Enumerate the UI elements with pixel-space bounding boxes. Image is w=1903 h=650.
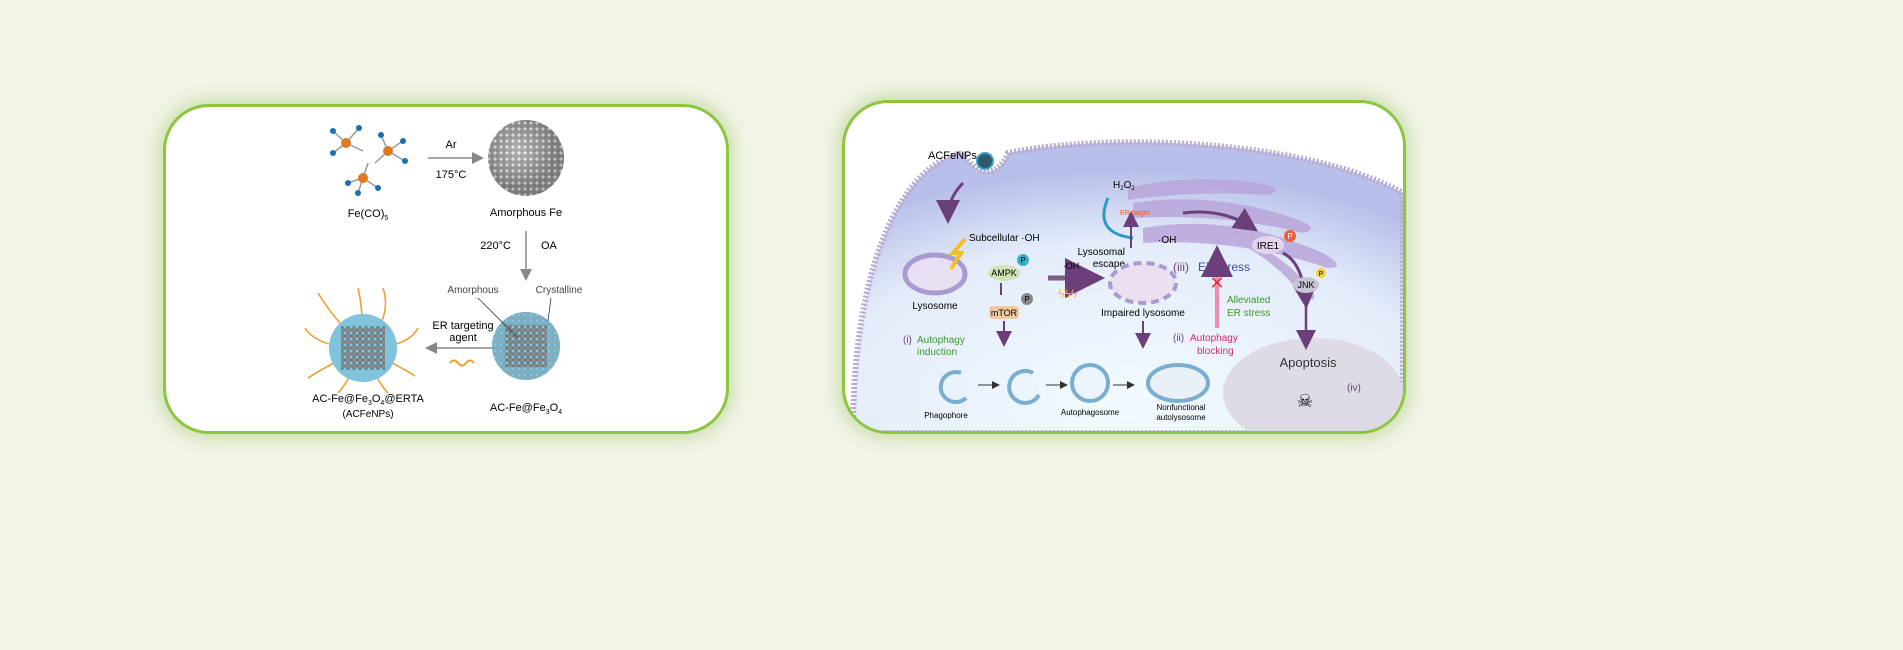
phospho-label: P: [1287, 232, 1292, 241]
autophagosome-label: Autophagosome: [1061, 408, 1120, 417]
alleviated-2: ER stress: [1227, 308, 1270, 319]
step2-reagent: OA: [541, 240, 558, 252]
synthesis-diagram: Fe(CO)5 Ar 175°C Amorphous Fe 220°C OA A…: [304, 120, 583, 420]
precursor-label: Fe(CO)5: [348, 208, 389, 222]
phospho-icon: [1017, 254, 1029, 266]
phospho-label: P: [1319, 271, 1324, 278]
impaired-lysosome-icon: [1108, 261, 1178, 305]
lysosomal-escape-2: escape: [1093, 259, 1126, 270]
mtor-label: mTOR: [991, 308, 1018, 318]
step1-temp: 175°C: [436, 169, 467, 181]
er-agent-icon: [449, 359, 475, 367]
blocked-x-icon: ✕: [1209, 273, 1224, 293]
ire1-node: [1252, 236, 1284, 254]
lightning-icon: [948, 237, 967, 271]
endoplasmic-reticulum: [1128, 179, 1337, 300]
lysosome-label: Lysosome: [912, 301, 958, 312]
lightning-icon: ϟϟϟ: [1058, 287, 1078, 301]
nonfunctional-2: autolysosome: [1156, 413, 1206, 422]
step2-temp: 220°C: [480, 240, 511, 252]
phospho-icon: [1284, 230, 1296, 242]
lysosome-icon: [902, 252, 968, 296]
phospho-icon: [1021, 293, 1033, 305]
autophagosome-icon: [1070, 363, 1110, 403]
phospho-icon: [1316, 268, 1326, 278]
autophagy-blocking-2: blocking: [1197, 346, 1234, 357]
h2o2-label: H2O2: [1113, 180, 1135, 192]
skull-icon: ☠: [1297, 391, 1313, 411]
acfenps-particle-icon: [304, 287, 419, 394]
oh-er-label: ·OH: [1158, 235, 1176, 246]
subcellular-oh-label: Subcellular ·OH: [969, 233, 1040, 244]
step1-gas: Ar: [446, 139, 457, 151]
autolysosome-icon: [1146, 363, 1210, 403]
acfenps-label: ACFeNPs: [928, 150, 977, 162]
jnk-label: JNK: [1297, 280, 1314, 290]
mechanism-diagram: ACFeNPs H2O2 ER target ·OH IRE1 P (iii) …: [850, 139, 1403, 431]
final-abbrev: (ACFeNPs): [342, 409, 393, 420]
apoptosis-label: Apoptosis: [1279, 355, 1337, 370]
alleviated-1: Alleviated: [1227, 295, 1270, 306]
autophagy-induction-2: induction: [917, 347, 957, 358]
apoptosis-num: (iv): [1347, 383, 1361, 394]
mechanism-panel: ACFeNPs H2O2 ER target ·OH IRE1 P (iii) …: [842, 100, 1406, 434]
step3-line1: ER targeting: [432, 320, 493, 332]
arrow-icon: [1182, 208, 1258, 232]
phagophore-label: Phagophore: [924, 411, 968, 420]
step3-line2: agent: [449, 332, 477, 344]
mtor-node: [989, 306, 1019, 319]
autophagy-blocking-1: Autophagy: [1190, 333, 1238, 344]
er-target-label: ER target: [1120, 210, 1150, 217]
core-shell-label: AC-Fe@Fe3O4: [490, 402, 562, 416]
autophagy-induction-1: Autophagy: [917, 335, 965, 346]
crystalline-label: Crystalline: [536, 285, 583, 296]
synthesis-panel: Fe(CO)5 Ar 175°C Amorphous Fe 220°C OA A…: [163, 104, 729, 434]
er-stress-num: (iii): [1173, 260, 1189, 274]
cycle-arrow-icon: [1102, 197, 1134, 240]
arrow-icon: [936, 181, 965, 224]
autophagy-blocking-num: (ii): [1173, 333, 1184, 344]
nanoparticle-icon: [976, 152, 994, 170]
ampk-label: AMPK: [991, 268, 1017, 278]
final-product-label: AC-Fe@Fe3O4@ERTA: [312, 393, 424, 407]
jnk-node: [1293, 277, 1319, 293]
nonfunctional-1: Nonfunctional: [1157, 403, 1206, 412]
er-stress-label: ER stress: [1198, 260, 1250, 274]
nucleus: [1223, 338, 1403, 431]
ampk-node: [988, 265, 1020, 281]
lysosomal-escape-1: Lysosomal: [1078, 247, 1125, 258]
phospho-label: P: [1024, 295, 1029, 304]
autophagy-induction-num: (i): [903, 335, 912, 346]
amorphous-fe-label: Amorphous Fe: [490, 207, 562, 219]
amorphous-label: Amorphous: [447, 285, 498, 296]
fe-co5-molecule-icon: [330, 125, 408, 196]
impaired-lysosome-label: Impaired lysosome: [1101, 308, 1185, 319]
forming-autophagosome-icon: [1007, 369, 1041, 405]
oh-label: ·OH: [1063, 261, 1080, 271]
phospho-label: P: [1020, 256, 1025, 265]
ire1-label: IRE1: [1257, 241, 1280, 252]
phagophore-icon: [938, 370, 968, 404]
